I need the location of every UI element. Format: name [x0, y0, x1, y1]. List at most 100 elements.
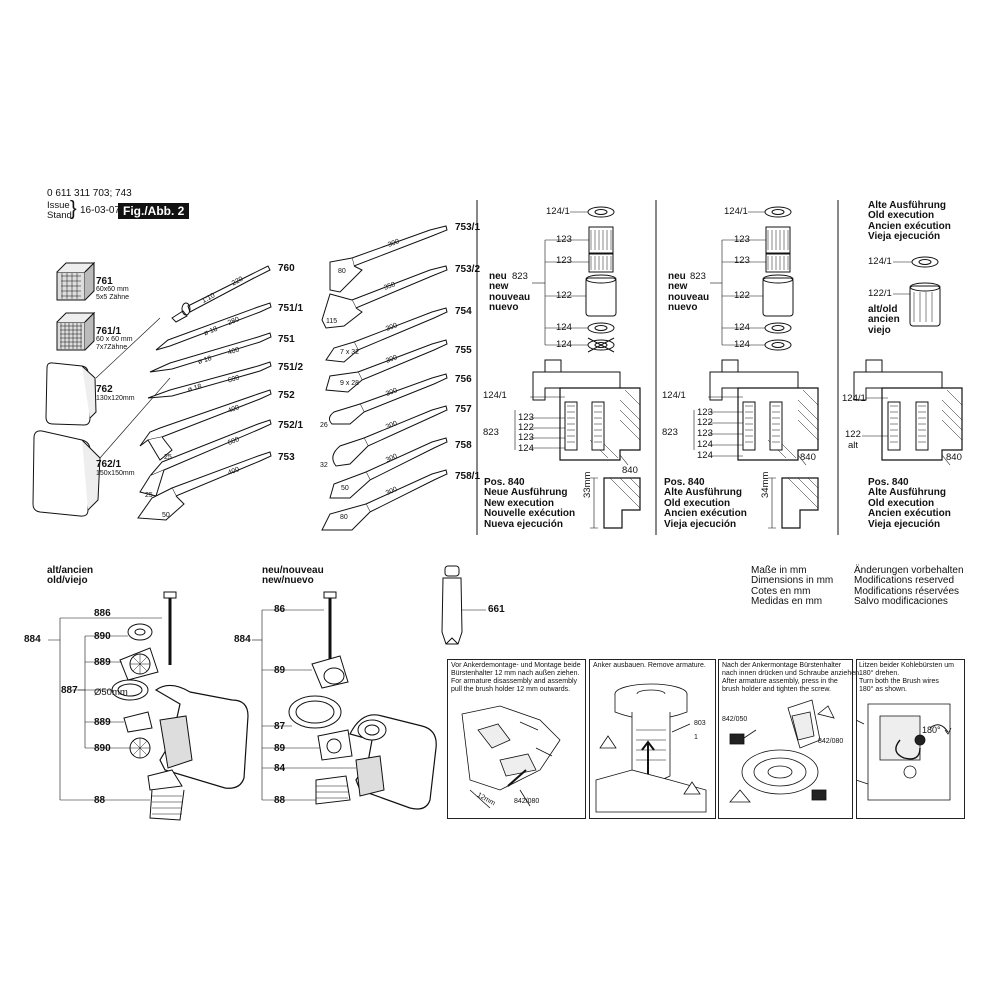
- chisel-754-size: 7 x 32: [340, 349, 360, 356]
- col-c-asm-122: 122: [845, 429, 861, 440]
- tube-661: 661: [488, 604, 505, 615]
- pad-762-size: 130x120mm: [96, 395, 135, 402]
- panel-3-drawing: [729, 699, 835, 803]
- col-c-asm-124-1: 124/1: [842, 393, 866, 404]
- col-a-asm-122: 122: [518, 422, 534, 433]
- chisel-751-1-num: 751/1: [278, 303, 304, 314]
- brace: }: [70, 198, 77, 220]
- col-a-823: 823: [512, 271, 528, 282]
- col-a-122: 122: [556, 290, 572, 301]
- chisel-753-num: 753: [278, 452, 295, 463]
- chisel-758-num: 758: [455, 440, 472, 451]
- new-handle-exploded: [252, 591, 437, 810]
- old-889-a: 889: [94, 657, 111, 668]
- new-89-b: 89: [274, 743, 286, 754]
- col-b-123-b: 123: [734, 255, 750, 266]
- col-a-asm-124-1: 124/1: [483, 390, 507, 401]
- col-b-124-a: 124: [734, 322, 750, 333]
- pad-761-num: 761: [96, 276, 113, 287]
- col-a-asm-124: 124: [518, 443, 534, 454]
- new-89-a: 89: [274, 665, 286, 676]
- pad-761-1-teeth: 7x7Zähne: [96, 344, 128, 351]
- part-number: 0 611 311 703; 743: [47, 188, 132, 199]
- chisel-756-width: 26: [320, 422, 328, 429]
- old-handle-exploded: [48, 591, 249, 821]
- pad-762-1-size: 150x150mm: [96, 470, 135, 477]
- chisel-753-1-num: 753/1: [455, 222, 481, 233]
- chisel-752-1-num: 752/1: [278, 420, 304, 431]
- old-88: 88: [94, 795, 106, 806]
- old-sub-887: 887: [61, 685, 78, 696]
- col-a-dim: 33mm: [582, 471, 593, 498]
- col-b-asm-823: 823: [662, 427, 678, 438]
- col-b-asm-124-a: 124: [697, 439, 713, 450]
- col-b-124-1: 124/1: [724, 206, 748, 217]
- panel-2-drawing: [595, 683, 707, 813]
- chisel-755-size: 9 x 28: [340, 380, 360, 387]
- chisel-753-icon: [137, 451, 272, 521]
- col-b-asm-124-b: 124: [697, 450, 713, 461]
- chisel-753-2-width: 115: [326, 318, 338, 325]
- chisel-755-icon: [325, 339, 448, 393]
- col-b-asm-123-b: 123: [697, 428, 713, 439]
- chisel-758-width: 50: [341, 485, 349, 492]
- issue-label: Issue: [47, 200, 70, 211]
- chisel-757-width: 32: [320, 462, 328, 469]
- col-c-124-1: 124/1: [868, 256, 892, 267]
- pad-761-icon: [56, 261, 96, 301]
- stand-label: Stand: [47, 210, 72, 221]
- pad-762-num: 762: [96, 384, 113, 395]
- chisel-751-2-num: 751/2: [278, 362, 304, 373]
- issue-date: 16-03-07: [80, 205, 121, 216]
- chisel-756-num: 756: [455, 374, 472, 385]
- chisel-756-icon: [328, 373, 448, 425]
- col-b-asm-124-1: 124/1: [662, 390, 686, 401]
- instruction-1-part: 842/080: [514, 798, 540, 805]
- instruction-2-1: 1: [694, 734, 698, 741]
- chisel-751-1-icon: [155, 302, 272, 351]
- col-a-123-a: 123: [556, 234, 572, 245]
- pad-761-1-icon: [56, 311, 96, 351]
- new-84: 84: [274, 763, 286, 774]
- chisel-755-num: 755: [455, 345, 472, 356]
- col-b-dim: 34mm: [760, 471, 771, 498]
- old-886: 886: [94, 608, 111, 619]
- chisel-752-1-width: 25: [145, 492, 153, 499]
- col-b-asm-123: 123: [697, 407, 713, 418]
- col-b-124-b: 124: [734, 339, 750, 350]
- pad-762-icon: [45, 362, 97, 426]
- old-group-884: 884: [24, 634, 41, 645]
- chisel-754-icon: [325, 307, 448, 363]
- instruction-panel-1: [447, 659, 586, 819]
- new-87: 87: [274, 721, 286, 732]
- pad-761-1-size: 60 x 60 mm: [96, 336, 133, 343]
- pad-761-1-num: 761/1: [96, 326, 122, 337]
- col-a-123-b: 123: [556, 255, 572, 266]
- pad-762-1-icon: [32, 430, 101, 517]
- chisel-754-num: 754: [455, 306, 472, 317]
- pad-761-size: 60x60 mm: [96, 286, 129, 293]
- old-890-a: 890: [94, 631, 111, 642]
- chisel-752-icon: [139, 389, 272, 461]
- column-b-exploded: [693, 206, 819, 529]
- instruction-panel-2: [589, 659, 716, 819]
- col-b-840: 840: [800, 452, 816, 463]
- chisel-753-2-icon: [321, 265, 448, 329]
- instruction-panel-4: [856, 659, 965, 819]
- col-a-asm-123: 123: [518, 412, 534, 423]
- col-a-124-1: 124/1: [546, 206, 570, 217]
- col-c-840: 840: [946, 452, 962, 463]
